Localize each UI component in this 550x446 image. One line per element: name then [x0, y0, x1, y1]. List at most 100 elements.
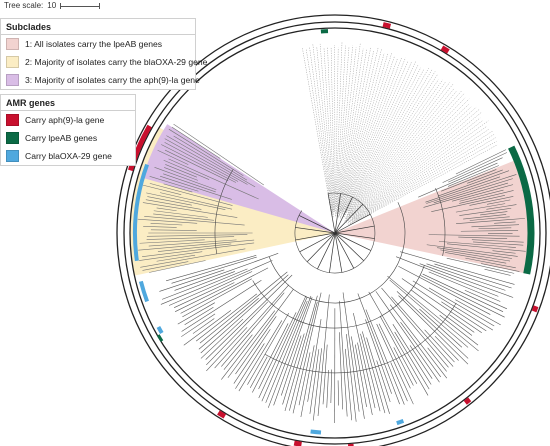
- tree-branch: [177, 302, 215, 325]
- tree-branch-arc: [214, 169, 234, 254]
- tree-branch: [341, 53, 389, 212]
- tree-branch: [426, 263, 506, 291]
- tree-branch: [459, 207, 512, 216]
- tree-branch: [463, 214, 507, 220]
- tree-branch: [355, 125, 488, 219]
- tree-branch: [492, 250, 516, 254]
- oxa-label: Carry blaOXA-29 gene: [25, 151, 112, 161]
- tree-branch: [322, 344, 328, 405]
- tree-branch: [341, 58, 398, 214]
- tree-branches: [137, 42, 526, 423]
- tree-branch: [389, 304, 448, 379]
- tree-branch-arc: [264, 302, 457, 374]
- tree-branch: [342, 52, 393, 211]
- tree-branch: [345, 81, 446, 219]
- tree-branch: [381, 287, 449, 368]
- tree-branch: [419, 308, 463, 348]
- tree-branch: [334, 203, 364, 234]
- tree-branch: [146, 192, 226, 210]
- gene-ring: [129, 27, 541, 439]
- tree-branch: [299, 232, 336, 253]
- tree-branch: [423, 182, 509, 208]
- tree-branch: [142, 261, 189, 271]
- tree-branch: [157, 150, 189, 165]
- oxa-swatch: [6, 150, 19, 162]
- tree-branch: [336, 45, 353, 214]
- lpeab-label: Carry lpeAB genes: [25, 133, 98, 143]
- tree-branch: [345, 90, 463, 222]
- tree-branch: [198, 297, 259, 350]
- tree-branch: [144, 216, 245, 226]
- tree-branch: [484, 268, 511, 276]
- tree-branch: [295, 232, 336, 241]
- tree-branch: [459, 190, 514, 204]
- tree-branch: [154, 167, 217, 191]
- tree-branch: [249, 356, 268, 389]
- amr-genes-legend: AMR genes Carry aph(9)-la gene Carry lpe…: [0, 94, 136, 166]
- gene-ring: [123, 21, 547, 445]
- tree-branch: [420, 275, 505, 318]
- subclade-2-swatch: [6, 56, 19, 68]
- tree-branch: [437, 247, 513, 259]
- tree-branch: [330, 47, 335, 210]
- tree-branch: [481, 263, 520, 272]
- tree-branch: [247, 312, 290, 385]
- tree-branch: [173, 135, 248, 181]
- tree-branch: [316, 46, 334, 212]
- tree-branch: [168, 260, 273, 306]
- tree-branch: [295, 227, 336, 234]
- tree-branch: [317, 232, 336, 270]
- tree-branch: [480, 211, 508, 216]
- tree-branch: [440, 249, 511, 262]
- tree-branch: [164, 167, 198, 181]
- tree-branch: [455, 149, 507, 175]
- tree-branch: [221, 292, 285, 367]
- tree-branch: [168, 158, 259, 200]
- tree-branch: [346, 79, 439, 216]
- tree-branch: [398, 266, 491, 315]
- oxa-band: [396, 419, 405, 426]
- tree-branch: [164, 142, 239, 182]
- tree-branch: [458, 236, 508, 240]
- tree-branch: [434, 336, 459, 361]
- tree-branch: [379, 315, 418, 384]
- aph-legend-item: Carry aph(9)-la gene: [1, 111, 135, 129]
- tree-branch: [456, 218, 525, 224]
- tree-branch: [192, 318, 215, 334]
- tree-branch: [171, 256, 257, 284]
- tree-branch: [319, 43, 334, 215]
- tree-branch: [342, 292, 360, 412]
- tree-branch: [265, 300, 308, 403]
- subclade-3-sector: [142, 124, 335, 233]
- tree-branch: [391, 296, 454, 367]
- tree-branch: [353, 312, 376, 409]
- tree-branch: [365, 309, 405, 405]
- tree-branch: [166, 135, 256, 188]
- tree-branch: [337, 47, 357, 211]
- tree-branch: [346, 334, 357, 422]
- tree-branch-arc: [252, 265, 425, 329]
- tree-branch: [164, 138, 248, 185]
- tree-branch: [473, 241, 524, 246]
- tree-branch: [298, 215, 336, 234]
- tree-branch: [478, 227, 512, 230]
- tree-branch: [428, 234, 520, 237]
- tree-branch: [205, 274, 293, 360]
- tree-branch: [387, 275, 479, 352]
- subclade-1-sector: [335, 159, 531, 274]
- oxa-band: [133, 163, 149, 262]
- tree-branch: [317, 294, 330, 417]
- tree-branch: [139, 251, 203, 261]
- tree-branch: [183, 310, 232, 346]
- tree-branch: [455, 203, 506, 213]
- tree-branch: [426, 174, 517, 204]
- tree-branch: [447, 165, 499, 187]
- tree-branch: [309, 349, 320, 414]
- tree-branch: [323, 47, 334, 211]
- tree-branch: [174, 282, 235, 312]
- oxa-band: [138, 280, 149, 303]
- tree-branch: [267, 295, 312, 408]
- tree-branch: [306, 232, 336, 263]
- tree-branch: [312, 43, 334, 218]
- tree-branch: [334, 232, 355, 269]
